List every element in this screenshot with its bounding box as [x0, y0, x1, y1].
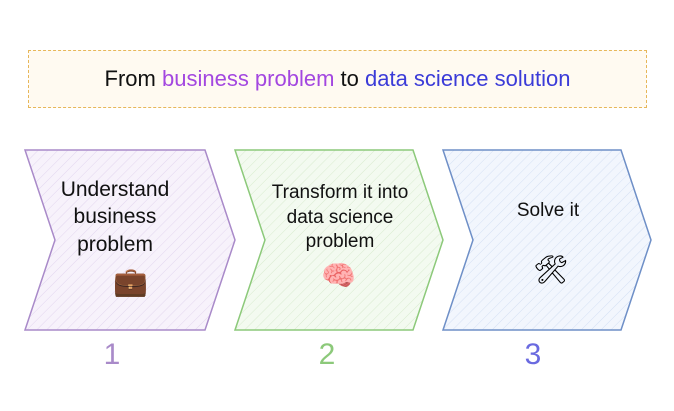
tools-icon: 🛠: [533, 253, 569, 286]
step-3-chevron: [441, 149, 652, 331]
step-1-chevron: [23, 149, 236, 331]
step-3-label: Solve it: [516, 200, 580, 221]
title-banner: From business problem to data science so…: [28, 50, 647, 108]
title-part-to: to: [334, 66, 365, 91]
title-part-from: From: [104, 66, 162, 91]
title-part-business-problem: business problem: [161, 66, 335, 91]
step-2-chevron: [233, 149, 444, 331]
step-2-number: 2: [318, 338, 336, 371]
step-1-label: Understand business problem: [60, 178, 170, 256]
briefcase-icon: 💼: [113, 265, 148, 298]
title-part-data-science-solution: data science solution: [365, 66, 571, 91]
step-1-number: 1: [103, 338, 121, 371]
step-2-label: Transform it into data science problem: [271, 182, 409, 253]
step-3-number: 3: [524, 338, 542, 371]
brain-icon: 🧠: [321, 259, 356, 292]
